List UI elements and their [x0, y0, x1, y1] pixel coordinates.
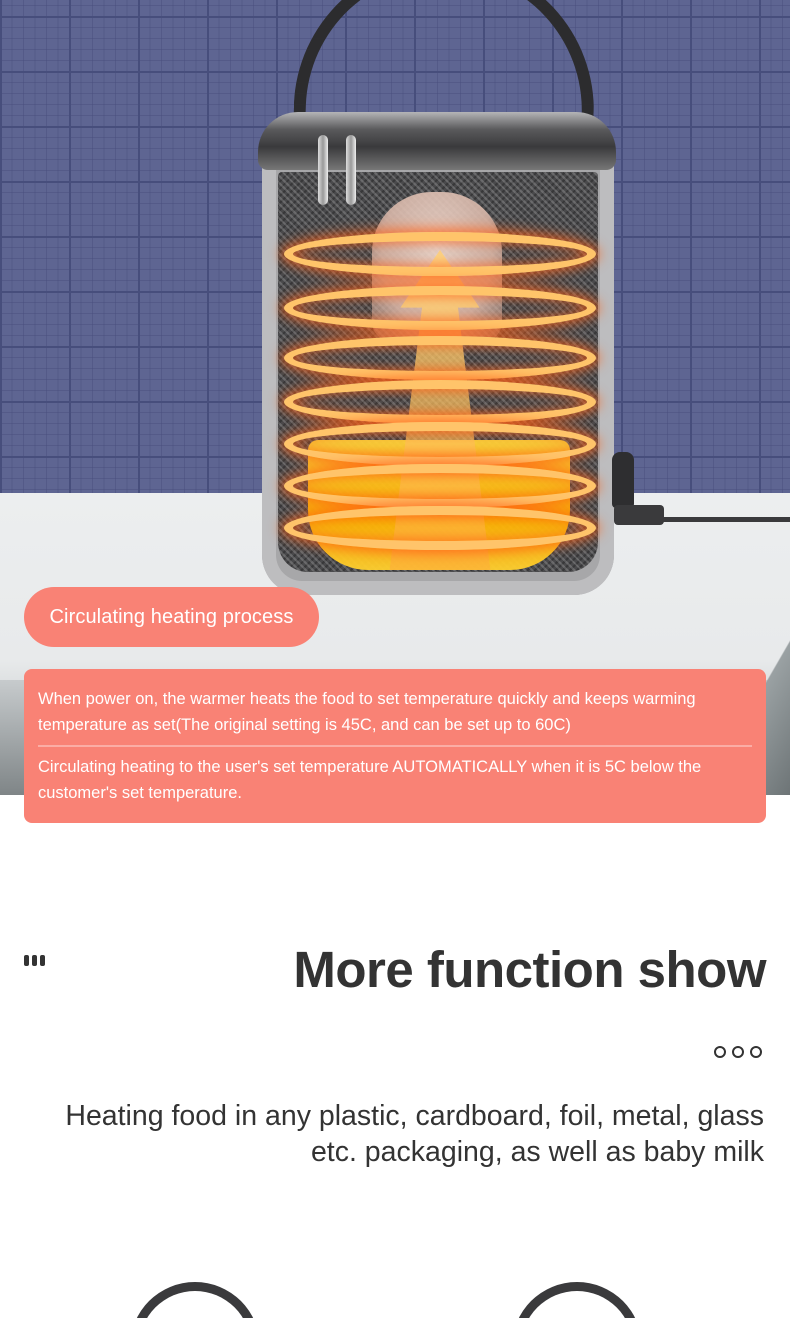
info-card: When power on, the warmer heats the food…	[24, 669, 766, 823]
feature-description: Heating food in any plastic, cardboard, …	[65, 1100, 764, 1168]
heat-ring	[284, 380, 596, 424]
bag-handle-preview	[130, 1282, 260, 1318]
three-circles-icon	[714, 1046, 762, 1058]
three-bars-icon	[24, 955, 45, 966]
power-connector	[614, 505, 664, 525]
section-title: More function show	[293, 941, 766, 998]
power-plug	[612, 452, 634, 508]
heat-ring	[284, 286, 596, 330]
info-paragraph-auto-heating: Circulating heating to the user's set te…	[38, 758, 702, 802]
process-label-badge: Circulating heating process	[24, 587, 319, 647]
heat-ring	[284, 506, 596, 550]
zipper-pull	[318, 135, 328, 205]
zipper-pull	[346, 135, 356, 205]
heat-ring	[284, 232, 596, 276]
bag-handle-preview	[512, 1282, 642, 1318]
heat-ring	[284, 336, 596, 380]
info-paragraph-power-on: When power on, the warmer heats the food…	[38, 690, 696, 734]
power-cable	[662, 517, 790, 522]
heat-ring	[284, 422, 596, 466]
divider	[38, 745, 752, 747]
bag-zipper-lid	[258, 112, 616, 170]
heat-ring	[284, 464, 596, 508]
